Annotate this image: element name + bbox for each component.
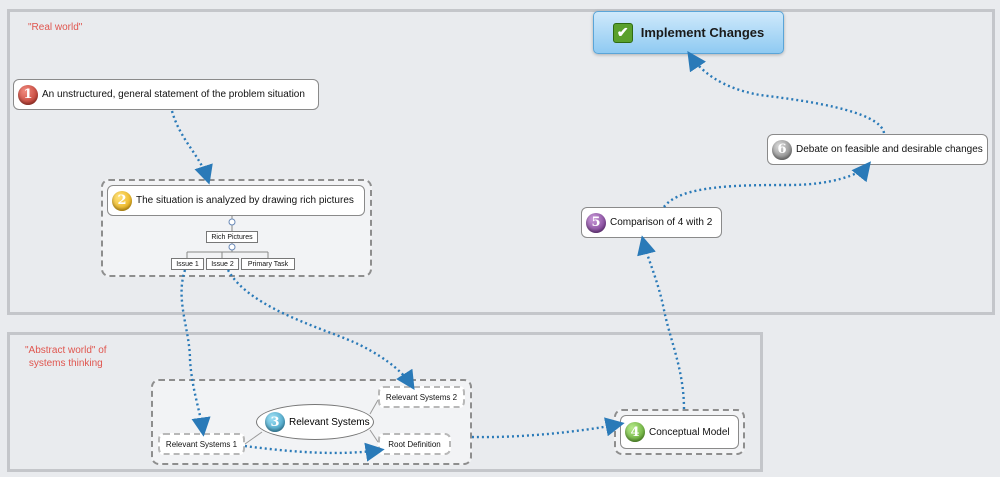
arrow-issue2-to-rs2 — [226, 269, 415, 391]
abstract-world-region — [7, 332, 763, 472]
abstract-world-label-line2: systems thinking — [28, 358, 103, 369]
real-world-region — [7, 9, 995, 315]
arrow-4-to-5 — [637, 235, 686, 410]
node-1-problem-statement[interactable]: 1 An unstructured, general statement of … — [13, 79, 319, 110]
abstract-world-label-line1: "Abstract world" of — [25, 345, 107, 356]
primary-task-box[interactable]: Primary Task — [241, 258, 295, 270]
relevant-systems-lines — [244, 399, 379, 445]
arrow-6-to-implement — [687, 51, 886, 134]
node-2-rich-pictures[interactable]: 2 The situation is analyzed by drawing r… — [107, 185, 365, 216]
checkbox-icon: ✔ — [612, 22, 633, 43]
arrow-rs1-to-root — [244, 442, 385, 462]
node-2-label: The situation is analyzed by drawing ric… — [136, 195, 354, 206]
node-5-comparison[interactable]: 5 Comparison of 4 with 2 — [581, 207, 722, 238]
issue-2-box[interactable]: Issue 2 — [206, 258, 239, 270]
relevant-systems-2-box[interactable]: Relevant Systems 2 — [378, 386, 465, 408]
rich-pictures-box[interactable]: Rich Pictures — [206, 231, 258, 243]
node-4-conceptual-model[interactable]: 4 Conceptual Model — [620, 415, 739, 449]
number-badge-2-icon: 2 — [112, 190, 132, 211]
node-4-label: Conceptual Model — [649, 426, 730, 438]
abstract-world-label: "Abstract world" of systems thinking — [25, 344, 107, 370]
collapse-toggle-icon[interactable] — [228, 218, 236, 226]
implement-changes-label: Implement Changes — [640, 25, 765, 40]
number-badge-3-icon: 3 — [265, 412, 285, 432]
flow-arrows — [170, 51, 886, 462]
implement-changes-node[interactable]: ✔ Implement Changes — [593, 11, 784, 54]
node-6-label: Debate on feasible and desirable changes — [796, 144, 983, 155]
arrow-group-to-4 — [471, 417, 625, 439]
number-badge-6-icon: 6 — [772, 139, 792, 160]
collapse-toggle-icon[interactable] — [228, 243, 236, 251]
tree-lines — [186, 216, 269, 258]
real-world-label: "Real world" — [28, 22, 83, 33]
node-5-label: Comparison of 4 with 2 — [610, 217, 713, 228]
number-badge-5-icon: 5 — [586, 212, 606, 233]
node-6-debate[interactable]: 6 Debate on feasible and desirable chang… — [767, 134, 988, 165]
node-3-label: Relevant Systems — [289, 416, 370, 428]
number-badge-4-icon: 4 — [625, 422, 645, 442]
arrow-issue1-to-rs1 — [180, 269, 211, 437]
issue-1-box[interactable]: Issue 1 — [171, 258, 204, 270]
node-1-label: An unstructured, general statement of th… — [42, 89, 305, 100]
arrow-1-to-2 — [170, 110, 213, 185]
number-badge-1-icon: 1 — [18, 84, 38, 105]
node-3-relevant-systems[interactable]: 3 Relevant Systems — [256, 404, 374, 440]
arrow-5-to-6 — [663, 161, 872, 208]
